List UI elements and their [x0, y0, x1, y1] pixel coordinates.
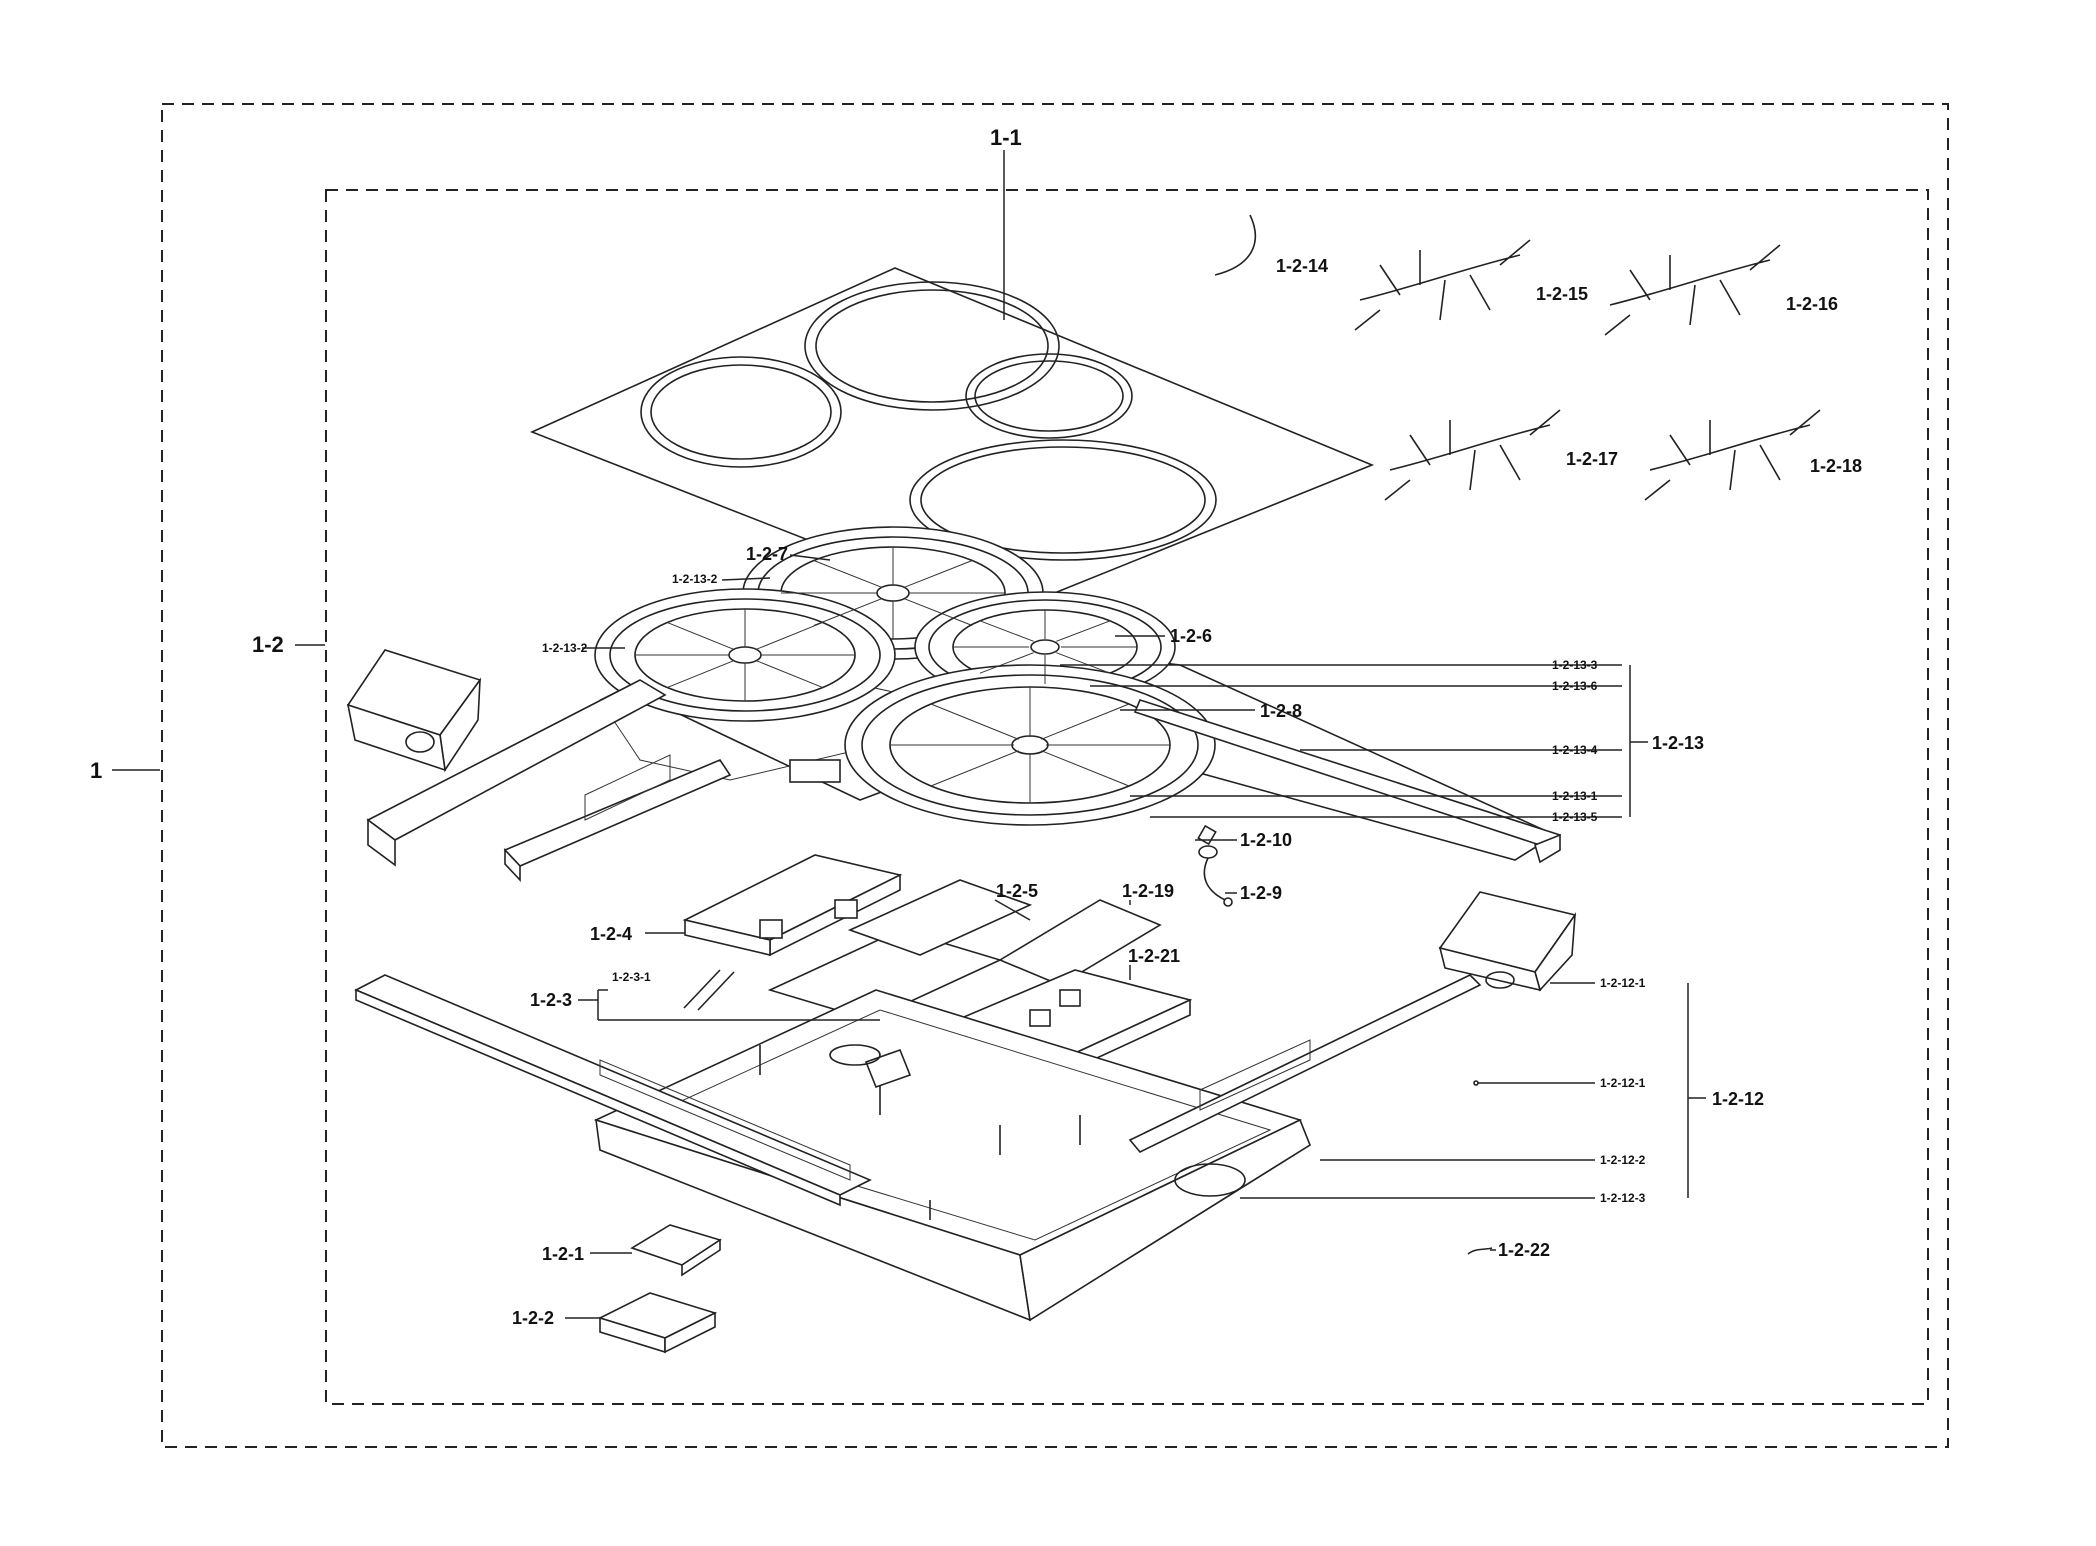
- small-board-part: [597, 1224, 722, 1354]
- label-1-2-3: 1-2-3: [530, 990, 572, 1010]
- coil-spoke: [979, 652, 1034, 674]
- label-1-2-8: 1-2-8: [1260, 701, 1302, 721]
- coil-spoke: [904, 598, 973, 626]
- label-1-2-18: 1-2-18: [1810, 456, 1862, 476]
- label-1-2-12-1-upper: 1-2-12-1: [1600, 976, 1646, 990]
- wire-harnesses-part: [1214, 214, 1821, 1255]
- label-1-2-4: 1-2-4: [590, 924, 632, 944]
- label-1-2-10: 1-2-10: [1240, 830, 1292, 850]
- coil-spoke: [904, 560, 973, 588]
- label-1-2-13-6: 1-2-13-6: [1552, 679, 1598, 693]
- left-rail-part: [366, 679, 732, 883]
- label-1-2-13-1: 1-2-13-1: [1552, 789, 1598, 803]
- coil-spoke: [813, 560, 882, 588]
- label-1-2-13-2-upper: 1-2-13-2: [672, 572, 718, 586]
- label-1-2-13-3: 1-2-13-3: [1552, 658, 1598, 672]
- assembly-1-boundary: [161, 103, 1949, 1448]
- coil-spoke: [667, 660, 734, 688]
- label-1-2-19: 1-2-19: [1122, 881, 1174, 901]
- label-1-2-9: 1-2-9: [1240, 883, 1282, 903]
- label-1-2-13-4: 1-2-13-4: [1552, 743, 1598, 757]
- label-1-2-13-2-lower: 1-2-13-2: [542, 641, 588, 655]
- label-1-2: 1-2: [252, 632, 284, 657]
- fan-left-part: [346, 649, 482, 773]
- label-1-2-6: 1-2-6: [1170, 626, 1212, 646]
- label-1-2-1: 1-2-1: [542, 1244, 584, 1264]
- label-1-2-12: 1-2-12: [1712, 1089, 1764, 1109]
- label-1-1: 1-1: [990, 125, 1022, 150]
- fan-right-part: [1438, 891, 1577, 992]
- label-1-2-22: 1-2-22: [1498, 1240, 1550, 1260]
- coil-spoke: [667, 622, 734, 650]
- label-1-2-13-5: 1-2-13-5: [1552, 810, 1598, 824]
- label-1-2-12-2: 1-2-12-2: [1600, 1153, 1646, 1167]
- label-1-2-15: 1-2-15: [1536, 284, 1588, 304]
- sensor-part: [1197, 824, 1233, 907]
- coil-spoke: [756, 622, 823, 650]
- glass-cooktop-part: [529, 267, 1375, 616]
- power-boards-part: [682, 854, 1193, 1077]
- right-rail-part: [1133, 699, 1562, 864]
- coil-spoke: [756, 660, 823, 688]
- label-1: 1: [90, 758, 102, 783]
- bottom-chassis-part: [354, 974, 1482, 1322]
- coil-spoke: [1056, 652, 1111, 674]
- label-1-2-12-3: 1-2-12-3: [1600, 1191, 1646, 1205]
- label-1-2-21: 1-2-21: [1128, 946, 1180, 966]
- coil-spoke: [1056, 620, 1111, 642]
- label-1-2-14: 1-2-14: [1276, 256, 1328, 276]
- label-1-2-2: 1-2-2: [512, 1308, 554, 1328]
- label-1-2-12-1-lower: 1-2-12-1: [1600, 1076, 1646, 1090]
- coil-spoke: [1041, 750, 1130, 787]
- label-1-2-13: 1-2-13: [1652, 733, 1704, 753]
- induction-coils-part: [594, 526, 1557, 861]
- label-1-2-16: 1-2-16: [1786, 294, 1838, 314]
- label-1-2-17: 1-2-17: [1566, 449, 1618, 469]
- coil-spoke: [979, 620, 1034, 642]
- coil-spoke: [930, 750, 1019, 787]
- leader-lines: [112, 150, 1706, 1319]
- coil-spoke: [930, 703, 1019, 740]
- label-1-2-3-1: 1-2-3-1: [612, 970, 651, 984]
- label-1-2-5: 1-2-5: [996, 881, 1038, 901]
- coil-spoke: [1041, 703, 1130, 740]
- label-1-2-7: 1-2-7: [746, 544, 788, 564]
- coil-spoke: [813, 598, 882, 626]
- assembly-1-2-boundary: [325, 189, 1929, 1405]
